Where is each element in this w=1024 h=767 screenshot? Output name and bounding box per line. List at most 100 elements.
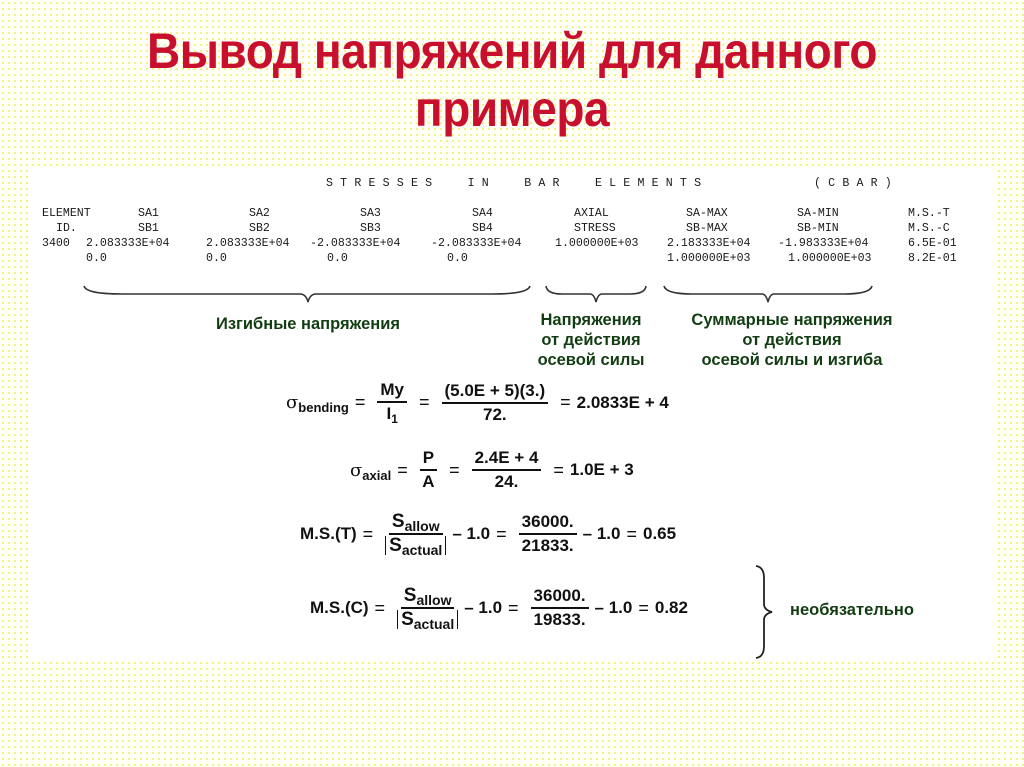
- absolute-value: Sactual: [385, 535, 447, 558]
- cell-sa2: 2.083333E+04: [206, 237, 290, 250]
- equals-sign: =: [553, 459, 564, 480]
- s-symbol: S: [401, 609, 414, 630]
- col-header-sb4: SB4: [472, 222, 493, 235]
- col-header-stress: STRESS: [574, 222, 616, 235]
- fraction-numerator: 2.4E + 4: [471, 448, 542, 471]
- actual-subscript: actual: [401, 542, 443, 558]
- col-header-sa-min: SA-MIN: [797, 207, 839, 220]
- content-panel: STRESSES IN BAR ELEMENTS (CBAR) ELEMENT …: [28, 168, 994, 660]
- cell-sa3: -2.083333E+04: [310, 237, 401, 250]
- cell-sb-min: 1.000000E+03: [788, 252, 872, 265]
- den-i: I: [386, 404, 392, 423]
- den-i-subscript: 1: [391, 412, 398, 426]
- fraction-numerator: My: [377, 380, 407, 403]
- cell-sa4: -2.083333E+04: [431, 237, 522, 250]
- ms-t-lhs: M.S.(T): [300, 524, 357, 543]
- fraction-numerator: Sallow: [400, 585, 455, 609]
- bending-stress-equation: σ bending = My I1 = (5.0E + 5)(3.) 72. =…: [286, 380, 669, 426]
- fraction-numerator: P: [419, 448, 438, 471]
- fraction-denominator: 72.: [482, 404, 507, 424]
- axial-brace-icon: [545, 285, 647, 303]
- combined-stress-label: Суммарные напряжения от действия осевой …: [662, 310, 922, 370]
- margin-of-safety-compression-equation: M.S.(C) = Sallow Sactual – 1.0 = 36000. …: [310, 585, 688, 633]
- fraction-values: (5.0E + 5)(3.) 72.: [441, 381, 549, 425]
- axial-subscript: axial: [362, 467, 392, 483]
- equals-sign: =: [496, 523, 507, 544]
- ms-c-result: 0.82: [654, 598, 688, 617]
- axial-result: 1.0E + 3: [569, 460, 634, 479]
- fraction-my-over-i: My I1: [377, 380, 407, 426]
- cell-sb1: 0.0: [86, 252, 107, 265]
- sigma-symbol: σ: [286, 392, 299, 413]
- s-symbol: S: [389, 535, 402, 556]
- fraction-denominator: I1: [386, 403, 398, 426]
- margin-of-safety-tension-equation: M.S.(T) = Sallow Sactual – 1.0 = 36000. …: [300, 511, 677, 559]
- actual-subscript: actual: [413, 616, 455, 632]
- col-header-element: ELEMENT: [42, 207, 91, 220]
- absolute-value: Sactual: [397, 609, 459, 632]
- equals-sign: =: [638, 597, 649, 618]
- cell-ms-t: 6.5E-01: [908, 237, 957, 250]
- equals-sign: =: [560, 392, 571, 412]
- cell-axial: 1.000000E+03: [555, 237, 639, 250]
- col-header-sa2: SA2: [249, 207, 270, 220]
- equals-sign: =: [508, 597, 519, 618]
- equals-sign: =: [418, 392, 430, 412]
- equals-sign: =: [397, 459, 408, 480]
- fraction-denominator: Sactual: [397, 609, 459, 632]
- fraction-numerator: 36000.: [518, 512, 577, 535]
- minus-one: – 1.0: [582, 524, 621, 543]
- fraction-sallow-over-sactual: Sallow Sactual: [385, 511, 447, 558]
- equals-sign: =: [374, 597, 386, 618]
- col-header-sb-max: SB-MAX: [686, 222, 728, 235]
- cell-element-id: 3400: [42, 237, 70, 250]
- cell-sa-min: -1.983333E+04: [778, 237, 869, 250]
- output-header-suffix: (CBAR): [814, 177, 899, 190]
- fraction-values: 36000. 19833.: [530, 586, 589, 630]
- col-header-sb2: SB2: [249, 222, 270, 235]
- equals-sign: =: [362, 523, 374, 544]
- col-header-sb-min: SB-MIN: [797, 222, 839, 235]
- col-header-axial: AXIAL: [574, 207, 609, 220]
- ms-c-lhs: M.S.(C): [310, 598, 369, 617]
- ms-t-result: 0.65: [642, 524, 677, 543]
- combined-brace-icon: [663, 285, 873, 303]
- sigma-symbol: σ: [350, 459, 363, 481]
- fraction-values: 36000. 21833.: [518, 512, 577, 556]
- fraction-sallow-over-sactual: Sallow Sactual: [397, 585, 459, 632]
- fraction-p-over-a: P A: [419, 448, 438, 492]
- combined-label-line3: осевой силы и изгиба: [701, 351, 883, 369]
- slide-title-line1: Вывод напряжений для данного: [146, 23, 878, 79]
- s-symbol: S: [403, 585, 417, 606]
- cell-sa-max: 2.183333E+04: [667, 237, 751, 250]
- col-header-sb1: SB1: [138, 222, 159, 235]
- cell-sb2: 0.0: [206, 252, 227, 265]
- minus-one: – 1.0: [464, 598, 503, 617]
- col-header-ms-c: M.S.-C: [908, 222, 950, 235]
- col-header-ms-t: M.S.-T: [908, 207, 950, 220]
- equals-sign: =: [354, 392, 366, 412]
- slide-title: Вывод напряжений для данного примера: [41, 22, 983, 138]
- col-header-sa3: SA3: [360, 207, 381, 220]
- bending-brace-icon: [83, 285, 531, 303]
- s-symbol: S: [391, 511, 405, 532]
- equals-sign: =: [449, 459, 460, 480]
- combined-label-line1: Суммарные напряжения: [691, 311, 893, 329]
- minus-one: – 1.0: [594, 598, 633, 617]
- optional-brace-icon: [755, 565, 773, 659]
- fraction-numerator: (5.0E + 5)(3.): [441, 381, 549, 404]
- minus-one: – 1.0: [452, 524, 491, 543]
- col-header-sb3: SB3: [360, 222, 381, 235]
- axial-stress-label: Напряжения от действия осевой силы: [516, 310, 666, 370]
- axial-label-line2: от действия: [541, 331, 641, 349]
- combined-label-line2: от действия: [742, 331, 842, 349]
- cell-sb-max: 1.000000E+03: [667, 252, 751, 265]
- col-header-sa4: SA4: [472, 207, 493, 220]
- axial-label-line1: Напряжения: [540, 311, 642, 329]
- fraction-denominator: Sactual: [385, 535, 447, 558]
- allow-subscript: allow: [404, 518, 440, 534]
- axial-stress-equation: σ axial = P A = 2.4E + 4 24. = 1.0E + 3: [350, 448, 634, 492]
- cell-sa1: 2.083333E+04: [86, 237, 170, 250]
- slide-title-line2: примера: [414, 81, 610, 137]
- cell-ms-c: 8.2E-01: [908, 252, 957, 265]
